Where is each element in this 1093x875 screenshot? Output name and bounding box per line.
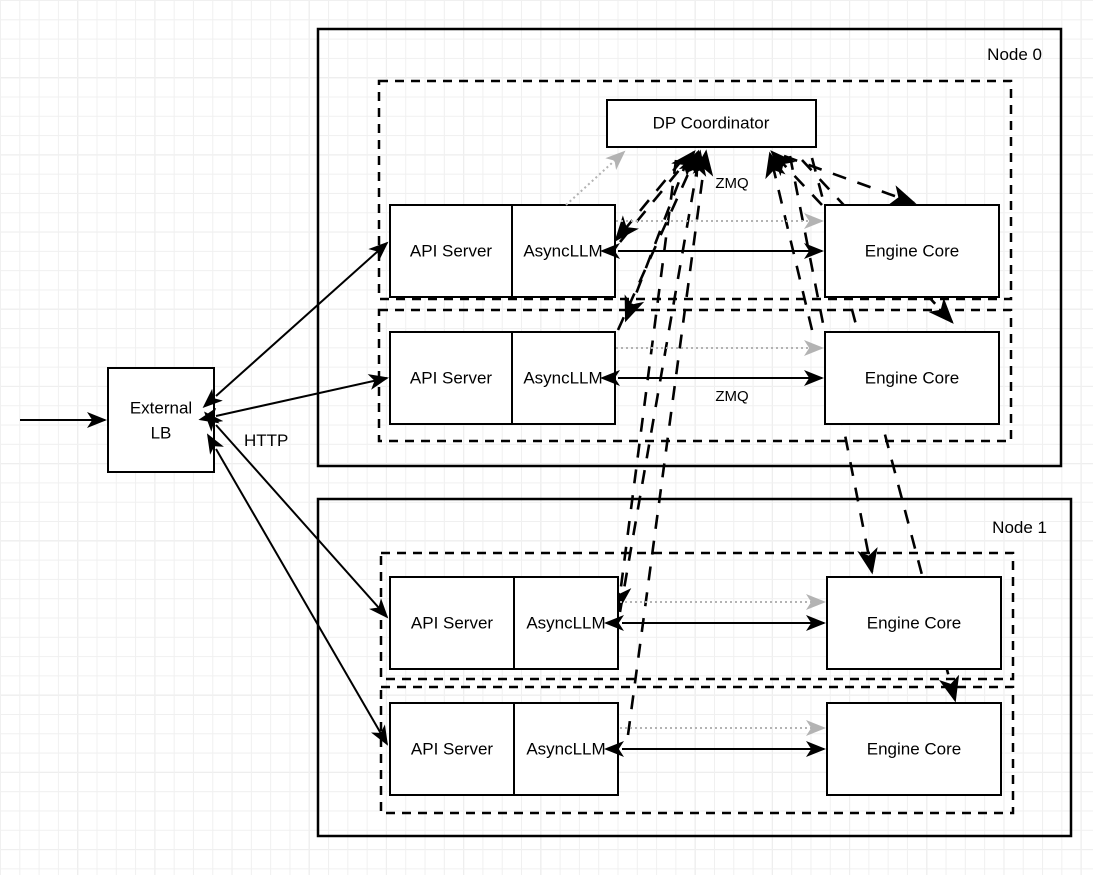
node0-group-0-enginecore-label: Engine Core [865,241,960,260]
node1-group-0-enginecore-label: Engine Core [867,613,962,632]
node0-group-1-server-box [389,331,616,425]
external-lb-label-line1: External [130,398,192,417]
http-label: HTTP [244,431,288,450]
dp-coordinator-label: DP Coordinator [653,113,770,132]
external-lb-box [107,367,215,473]
edge-lb-node0-g1-apiserver [198,374,389,424]
external-lb-label-line2: LB [151,423,172,442]
edge-node1-g1-asyncllm-to-coordinator [626,149,714,736]
zmq-label-second: ZMQ [715,388,748,405]
node-1-label: Node 1 [992,518,1047,537]
edge-node0-g0-asyncllm-to-coordinator-dotted [565,150,626,206]
node0-group-1-enginecore-label: Engine Core [865,368,960,387]
node1-group-0-enginecore-box [826,576,1002,670]
node0-group-1-enginecore-box [824,331,1000,425]
node0-group-0-api-server-label: API Server [410,241,493,260]
edge-coordinator-to-node0-g0-asyncllm [614,159,684,243]
node-0-label: Node 0 [987,45,1042,64]
zmq-label-top: ZMQ [715,175,748,192]
node0-group-0-enginecore-box [824,204,1000,298]
edge-lb-node1-g0-apiserver [204,411,389,619]
edge-lb-node0-g0-apiserver [202,241,389,409]
edge-node0-g1-enginecore-to-coordinator [765,151,814,331]
node1-group-0-boundary [379,551,1015,681]
node1-group-1-api-server-label: API Server [411,739,494,758]
node1-group-0-api-server-label: API Server [411,613,494,632]
edge-coordinator-to-node0-g1-asyncllm [624,157,690,323]
node0-group-1-asyncllm-label: AsyncLLM [523,368,602,387]
node0-group-1-api-server-label: API Server [410,368,493,387]
edge-node0-g0-asyncllm-to-coordinator [618,149,696,243]
node1-group-1-enginecore-box [826,702,1002,796]
edge-coordinator-to-node0-g0-enginecore [783,154,917,205]
dp-coordinator-box [606,99,817,148]
node1-group-1-boundary [379,685,1015,815]
edge-lb-node1-g1-apiserver [206,433,389,746]
node0-group-0-asyncllm-label: AsyncLLM [523,241,602,260]
edge-node0-g1-asyncllm-to-coordinator [616,149,700,331]
node0-group-0-boundary [377,79,1013,301]
node1-group-1-asyncllm-label: AsyncLLM [526,739,605,758]
node1-group-0-asyncllm-label: AsyncLLM [526,613,605,632]
node1-group-0-server-box [389,576,619,670]
node1-group-1-enginecore-label: Engine Core [867,739,962,758]
